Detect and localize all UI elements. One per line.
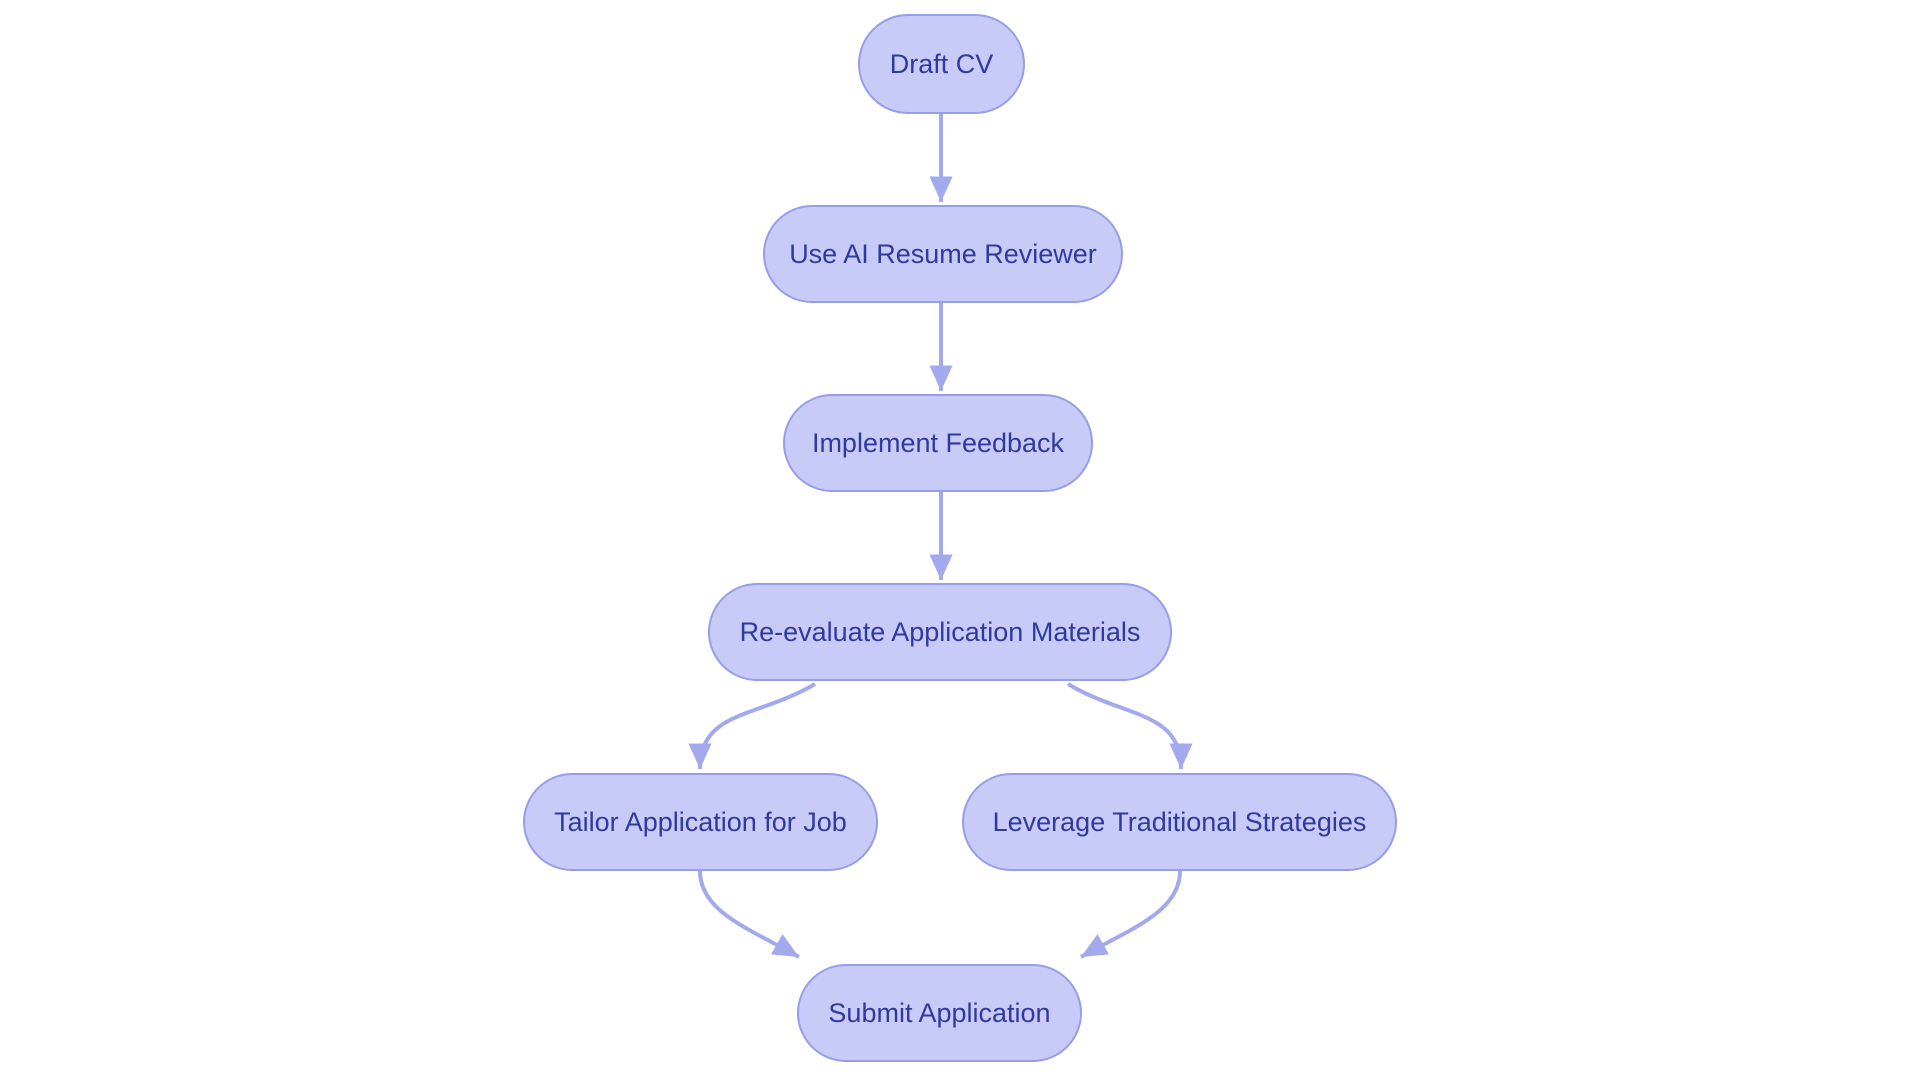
edge-re-evaluate-application-materials-to-leverage-traditional-strategies xyxy=(1066,682,1193,770)
node-use-ai-resume-reviewer: Use AI Resume Reviewer xyxy=(763,205,1123,303)
node-label: Tailor Application for Job xyxy=(554,806,847,837)
node-leverage-traditional-strategies: Leverage Traditional Strategies xyxy=(962,773,1397,871)
node-label: Leverage Traditional Strategies xyxy=(992,806,1367,837)
node-label: Use AI Resume Reviewer xyxy=(789,238,1097,269)
node-label: Submit Application xyxy=(828,997,1051,1028)
edge-leverage-traditional-strategies-to-submit-application xyxy=(1080,870,1182,959)
edge-re-evaluate-application-materials-to-tailor-application-for-job xyxy=(688,682,817,770)
node-submit-application: Submit Application xyxy=(797,964,1082,1062)
node-implement-feedback: Implement Feedback xyxy=(783,394,1093,492)
edge-tailor-application-for-job-to-submit-application xyxy=(698,870,800,959)
node-draft-cv: Draft CV xyxy=(858,14,1025,114)
node-tailor-application-for-job: Tailor Application for Job xyxy=(523,773,878,871)
node-label: Draft CV xyxy=(889,48,994,79)
node-re-evaluate-application-materials: Re-evaluate Application Materials xyxy=(708,583,1172,681)
node-label: Re-evaluate Application Materials xyxy=(739,616,1141,647)
node-label: Implement Feedback xyxy=(811,427,1065,458)
